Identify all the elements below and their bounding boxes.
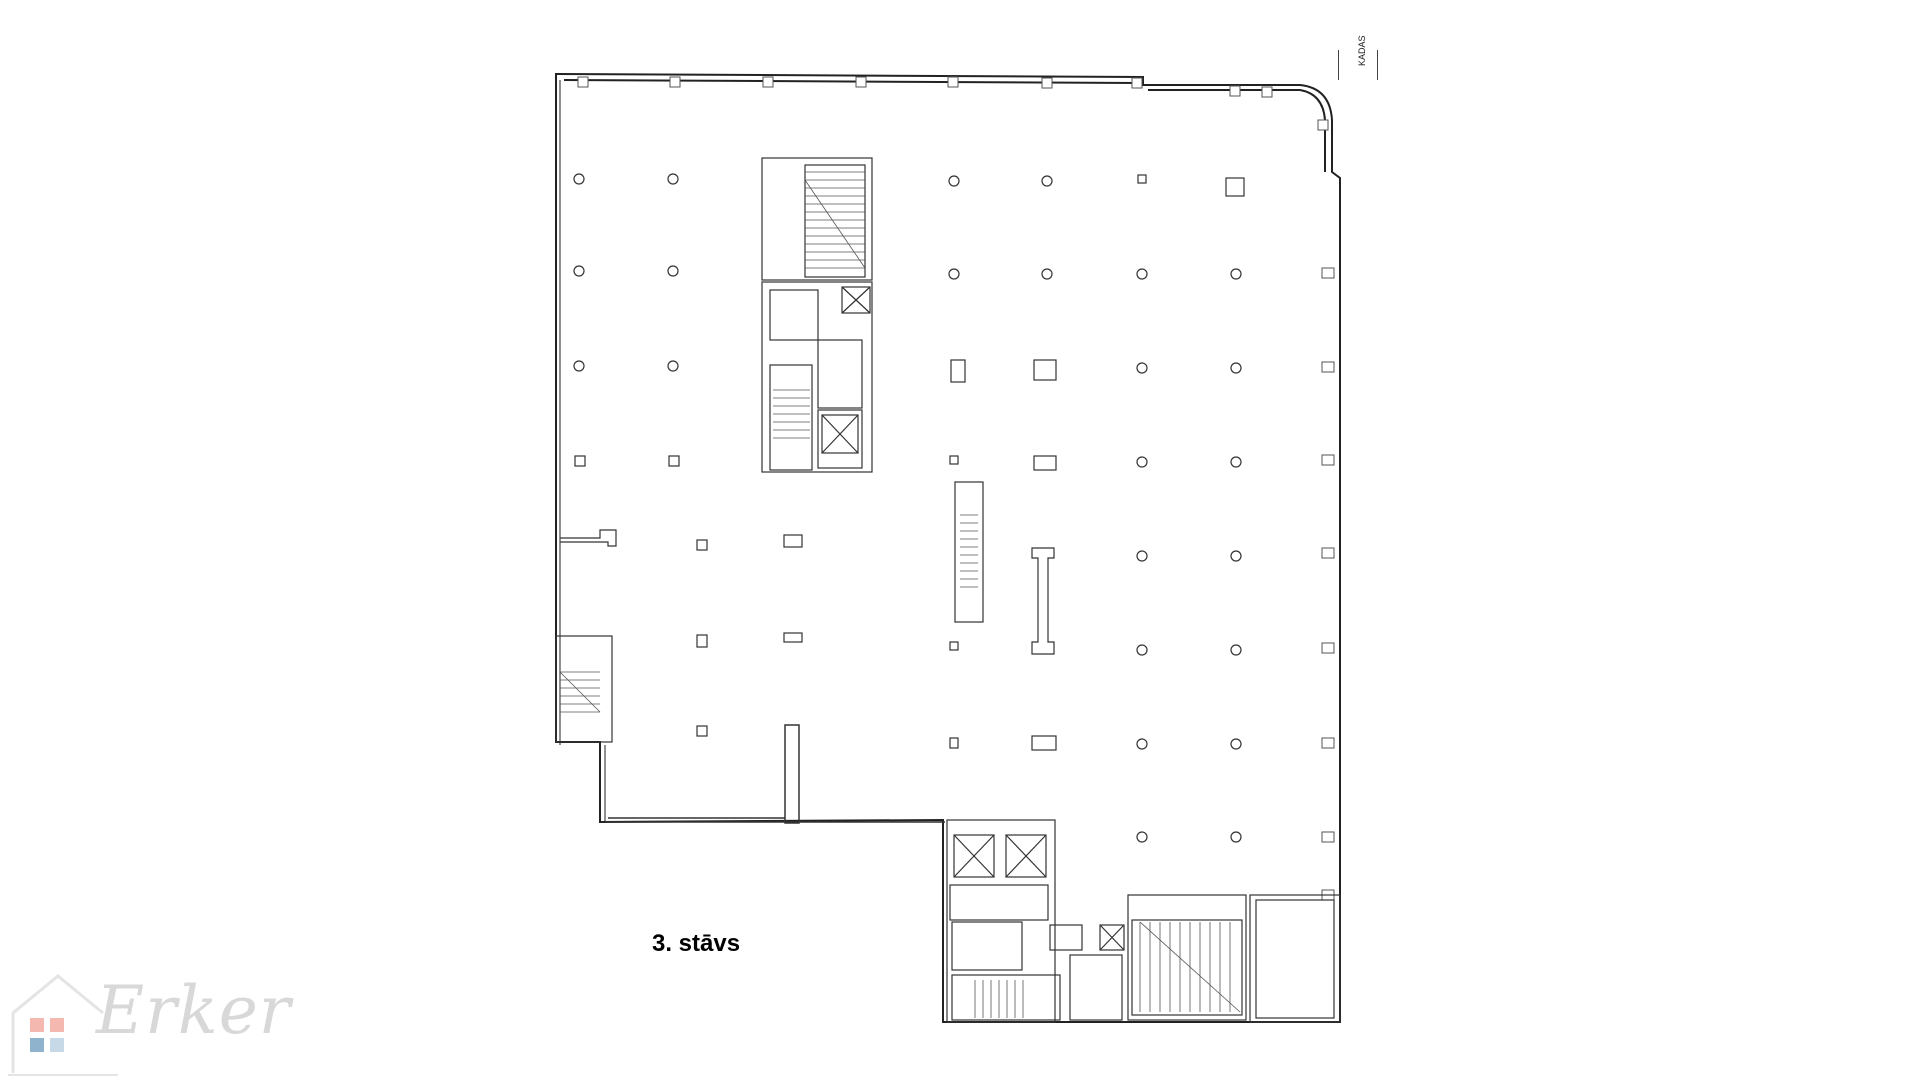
north-tag: KADAS [1338,35,1378,80]
square-columns [574,174,1245,751]
east-wall-piers [1321,267,1335,901]
south-west-wall [605,724,945,824]
floor-label: 3. stāvs [652,930,741,957]
north-label: KADAS [1357,35,1367,66]
outer-walls [555,73,1341,1023]
escalator [954,481,1055,655]
north-windows [577,76,1329,131]
round-columns [573,173,1242,843]
west-stair [555,529,617,743]
brand-logo: Erker [8,968,290,1078]
north-core [761,157,873,473]
south-east-core [946,819,1341,1023]
brand-text: Erker [96,972,292,1049]
